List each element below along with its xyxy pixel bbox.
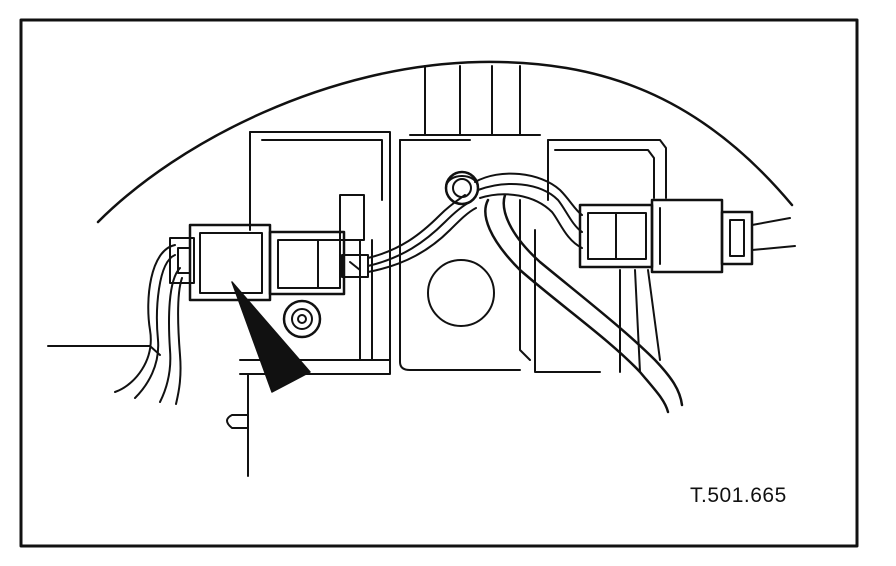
main-cable: [484, 193, 684, 414]
left-harness: [114, 244, 183, 405]
left-ledge: [47, 345, 161, 356]
round-boss: [427, 259, 495, 327]
left-connector: [169, 223, 369, 302]
arrow-icon: [231, 281, 311, 393]
right-connector: [578, 198, 796, 274]
bolt-nut: [282, 299, 322, 339]
right-wires: [474, 172, 583, 249]
panel-arc: [96, 60, 794, 224]
centre-block: [399, 139, 531, 371]
figure-frame: [19, 18, 859, 548]
top-ribs: [409, 65, 541, 136]
left-housing: [239, 131, 391, 375]
lower-bracket: [226, 373, 249, 477]
centre-wires: [367, 194, 477, 273]
grommet: [444, 170, 480, 206]
figure-reference-code: T.501.665: [690, 484, 787, 507]
right-housing: [534, 139, 667, 373]
